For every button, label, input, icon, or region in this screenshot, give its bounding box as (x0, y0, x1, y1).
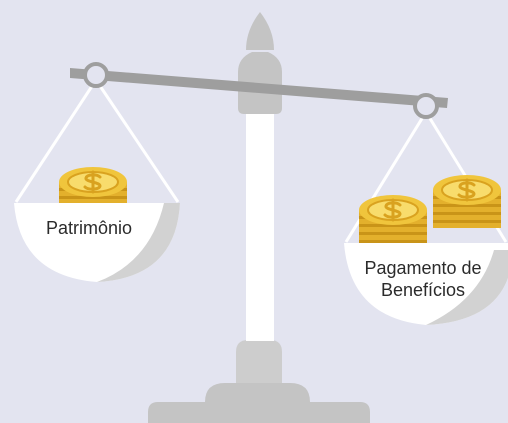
scale-post (238, 12, 282, 341)
left-pivot-ring (83, 62, 109, 88)
right-pivot-ring (413, 93, 439, 119)
left-pan-strings (14, 79, 180, 203)
pagamento-beneficios-label: Pagamento de Benefícios (345, 257, 501, 301)
left-pan (14, 203, 180, 282)
pagamento-label-line1: Pagamento de (364, 258, 482, 278)
right-pan (344, 243, 508, 325)
pagamento-label-line2: Benefícios (380, 280, 466, 300)
scale-beam (70, 68, 448, 108)
scale-base (148, 340, 370, 423)
patrimonio-label: Patrimônio (45, 218, 133, 238)
